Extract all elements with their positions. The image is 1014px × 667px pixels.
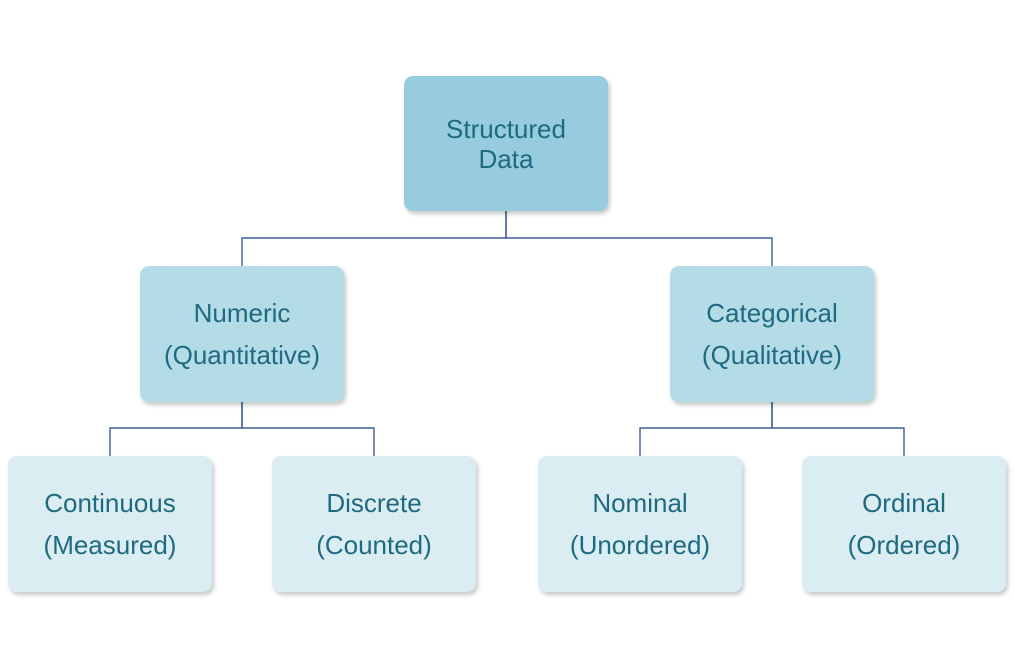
connector-root-numeric xyxy=(241,211,507,266)
node-label-line2: (Qualitative) xyxy=(701,340,843,370)
node-label-line2: (Unordered) xyxy=(569,530,711,560)
connector-categorical-nominal xyxy=(639,402,773,456)
node-continuous: Continuous (Measured) xyxy=(8,456,212,592)
node-numeric: Numeric (Quantitative) xyxy=(140,266,344,402)
node-label-line1: Structured xyxy=(446,113,566,144)
node-label-line2: (Ordered) xyxy=(847,530,961,560)
node-label-line2: (Measured) xyxy=(43,530,177,560)
node-label-line1: Nominal xyxy=(592,488,688,518)
node-label-line1: Numeric xyxy=(193,298,291,328)
connector-numeric-continuous xyxy=(109,402,243,456)
node-label-line1: Continuous xyxy=(44,488,176,518)
node-ordinal: Ordinal (Ordered) xyxy=(802,456,1006,592)
node-label-line2: Data xyxy=(478,143,534,174)
node-categorical: Categorical (Qualitative) xyxy=(670,266,874,402)
node-label-line2: (Quantitative) xyxy=(163,340,321,370)
node-discrete: Discrete (Counted) xyxy=(272,456,476,592)
node-label-line1: Ordinal xyxy=(862,488,946,518)
connector-numeric-discrete xyxy=(241,402,375,456)
connector-root-categorical xyxy=(505,211,773,266)
node-label-line1: Discrete xyxy=(326,488,422,518)
node-structured-data: Structured Data xyxy=(404,76,608,211)
connector-categorical-ordinal xyxy=(771,402,905,456)
node-label-line2: (Counted) xyxy=(316,530,432,560)
node-label-line1: Categorical xyxy=(706,298,838,328)
node-nominal: Nominal (Unordered) xyxy=(538,456,742,592)
